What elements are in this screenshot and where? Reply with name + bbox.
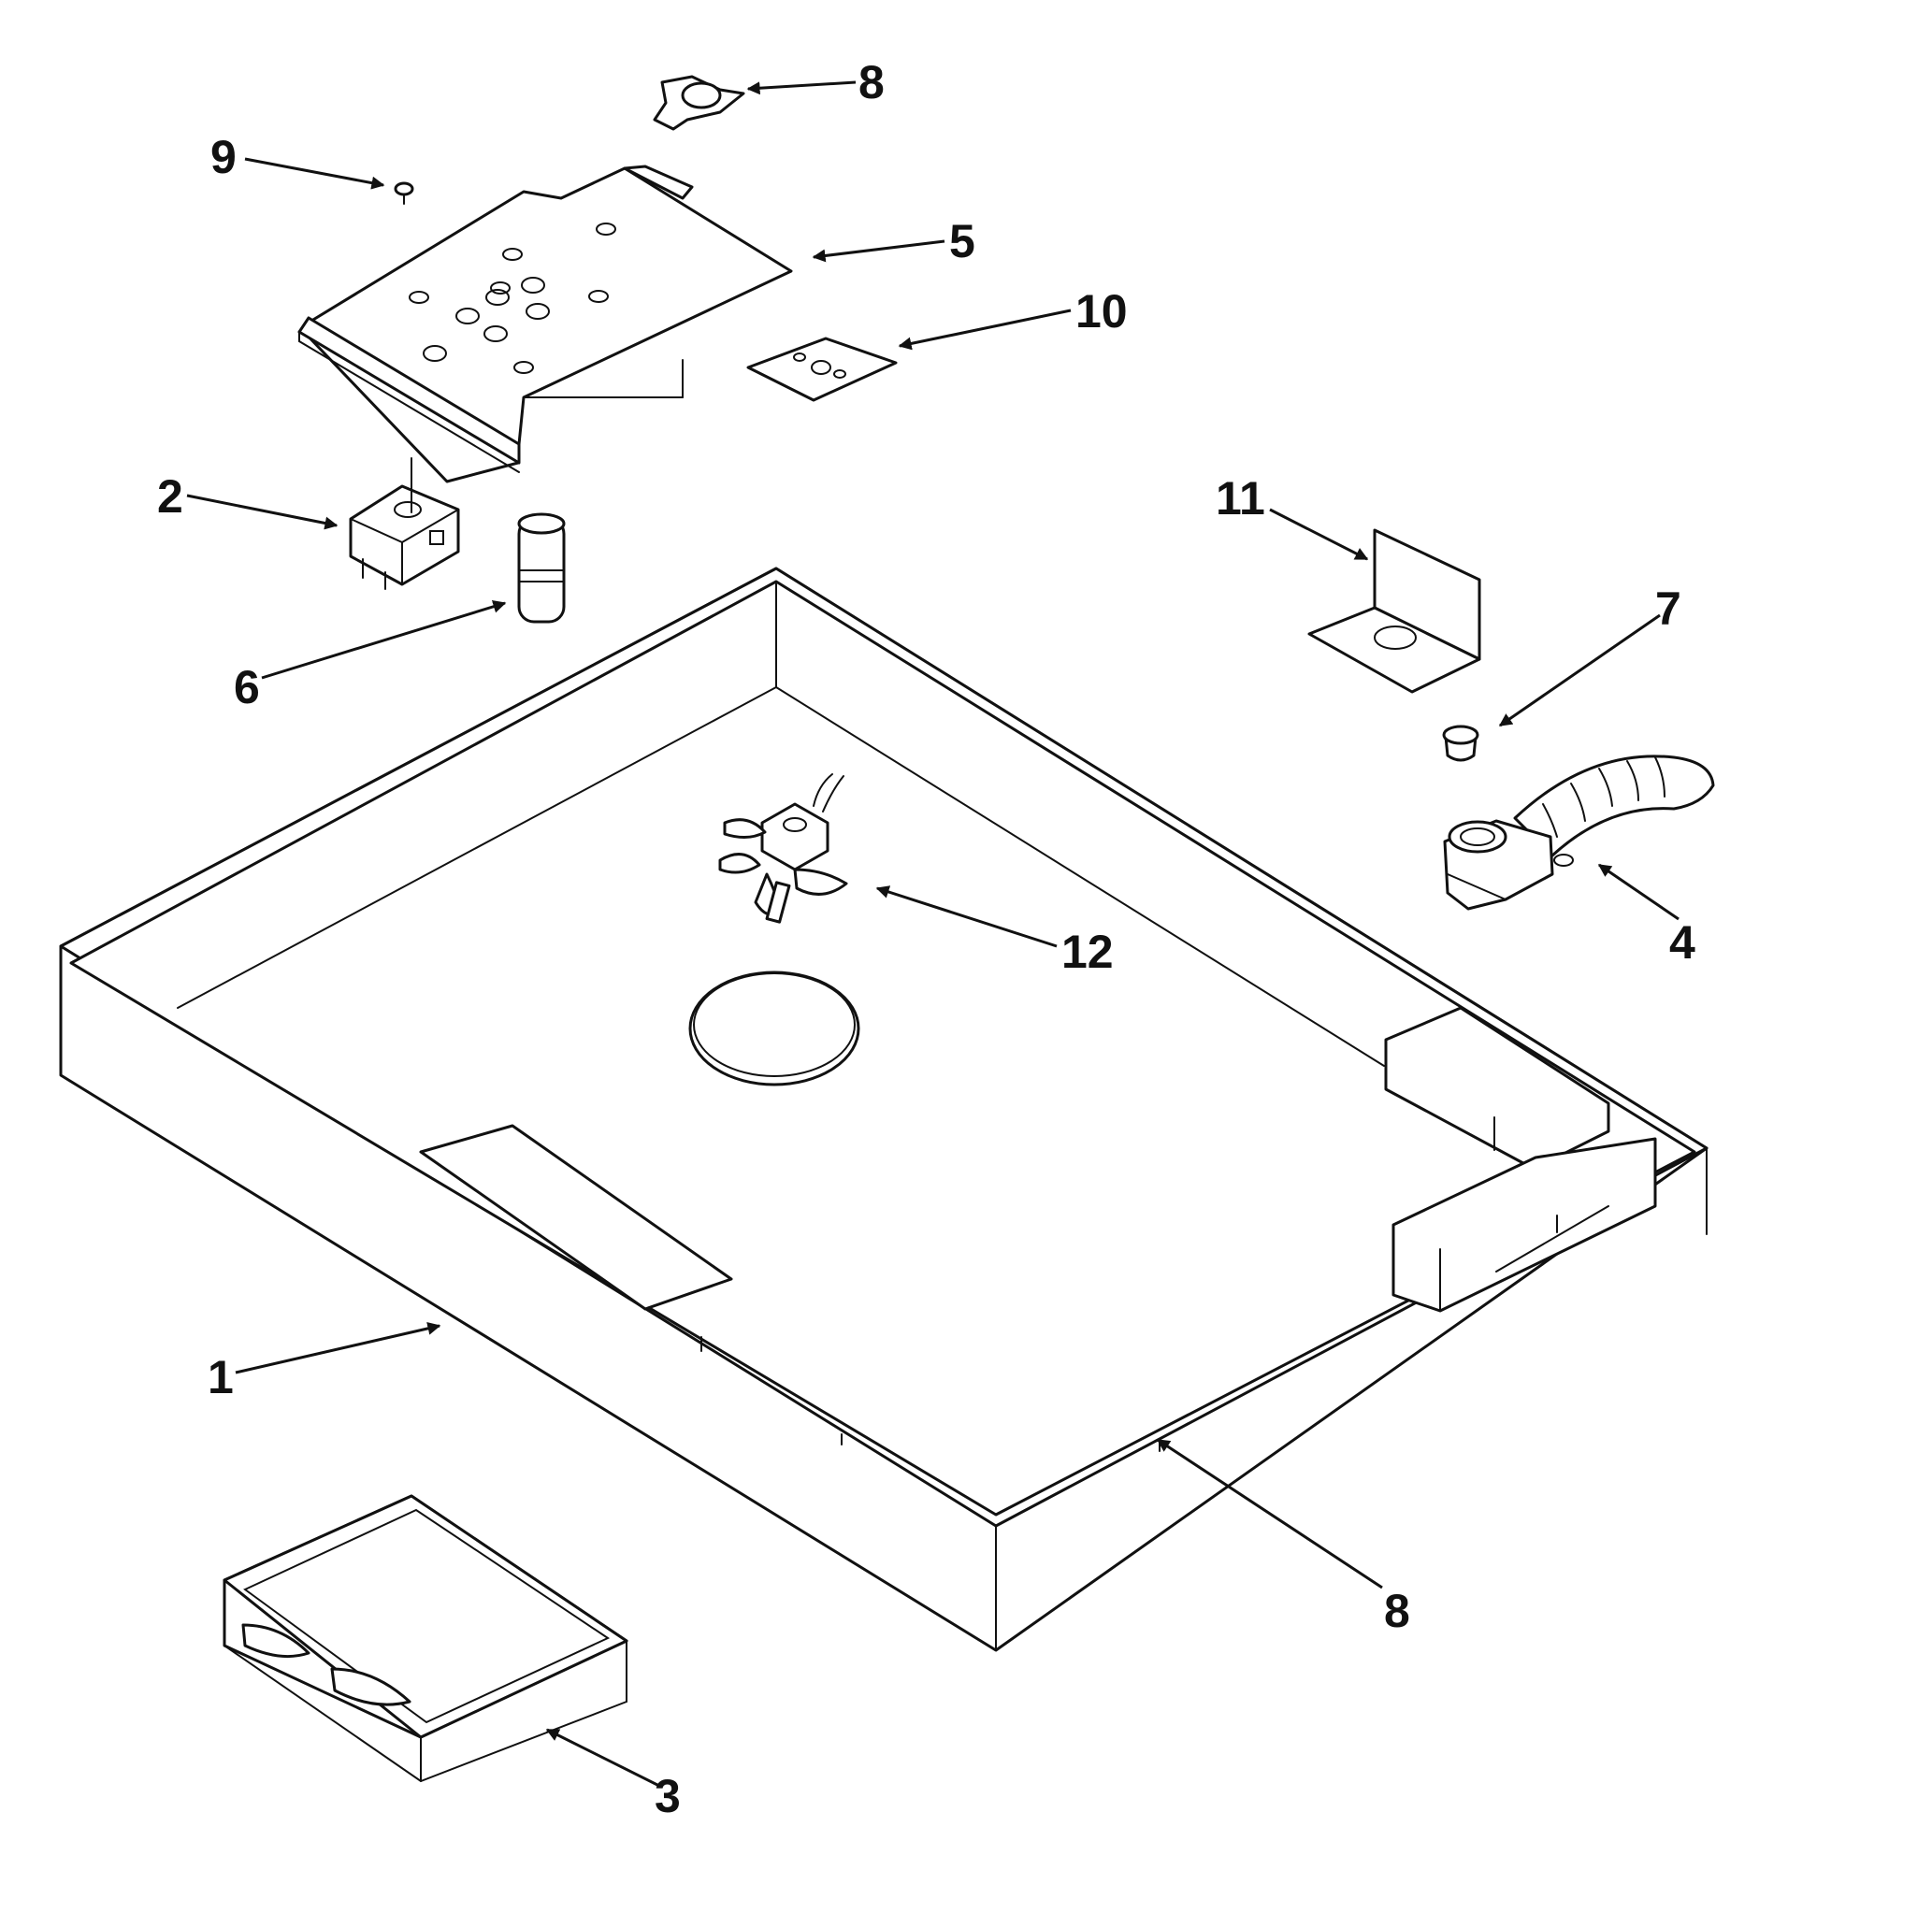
part-6-spacer: [517, 512, 566, 624]
callout-labels: 8 9 5 10 2 6 11 7 4 12 1 8 3: [157, 56, 1695, 1822]
part-3-drip-tray: [223, 1494, 628, 1783]
leader-lines: [186, 80, 1680, 1788]
tray-handle-right: [330, 1667, 411, 1706]
pan-label-plate: [419, 1124, 733, 1311]
bracket-front-lip: [297, 316, 521, 465]
pan-inner-rim: [69, 580, 1696, 1517]
part-11-angle-bracket: [1307, 528, 1481, 694]
bracket-tab: [623, 165, 694, 200]
callout-7: 7: [1655, 582, 1681, 635]
bracket-knob-holes: [409, 223, 616, 374]
callout-3: 3: [655, 1770, 681, 1822]
pan-corner-bracket-upper: [1384, 1006, 1610, 1171]
part-10-pad: [746, 337, 898, 402]
callout-12: 12: [1061, 926, 1114, 978]
pan-corner-bracket-lower: [1391, 1137, 1657, 1313]
part-9-screw: [394, 181, 414, 205]
callout-5: 5: [949, 215, 975, 267]
callout-1: 1: [208, 1351, 234, 1403]
callout-6: 6: [234, 661, 260, 713]
part-8-clip: [653, 75, 745, 131]
callout-4: 4: [1669, 916, 1695, 969]
tray-handle-left: [241, 1623, 310, 1659]
part-1-base-pan: [59, 567, 1709, 1652]
part-7-grommet: [1442, 725, 1479, 762]
part-4-gas-valve: [1443, 755, 1715, 911]
callout-2: 2: [157, 470, 183, 523]
part-5-control-bracket: [297, 165, 793, 483]
callout-11: 11: [1216, 472, 1265, 525]
tray-top: [223, 1494, 628, 1739]
part-2-switch: [349, 457, 460, 590]
part-12-fan-motor: [718, 773, 848, 924]
callout-10: 10: [1075, 285, 1128, 338]
callout-8-top: 8: [858, 56, 885, 108]
callout-9: 9: [210, 131, 237, 183]
callout-8-bottom: 8: [1384, 1585, 1410, 1637]
